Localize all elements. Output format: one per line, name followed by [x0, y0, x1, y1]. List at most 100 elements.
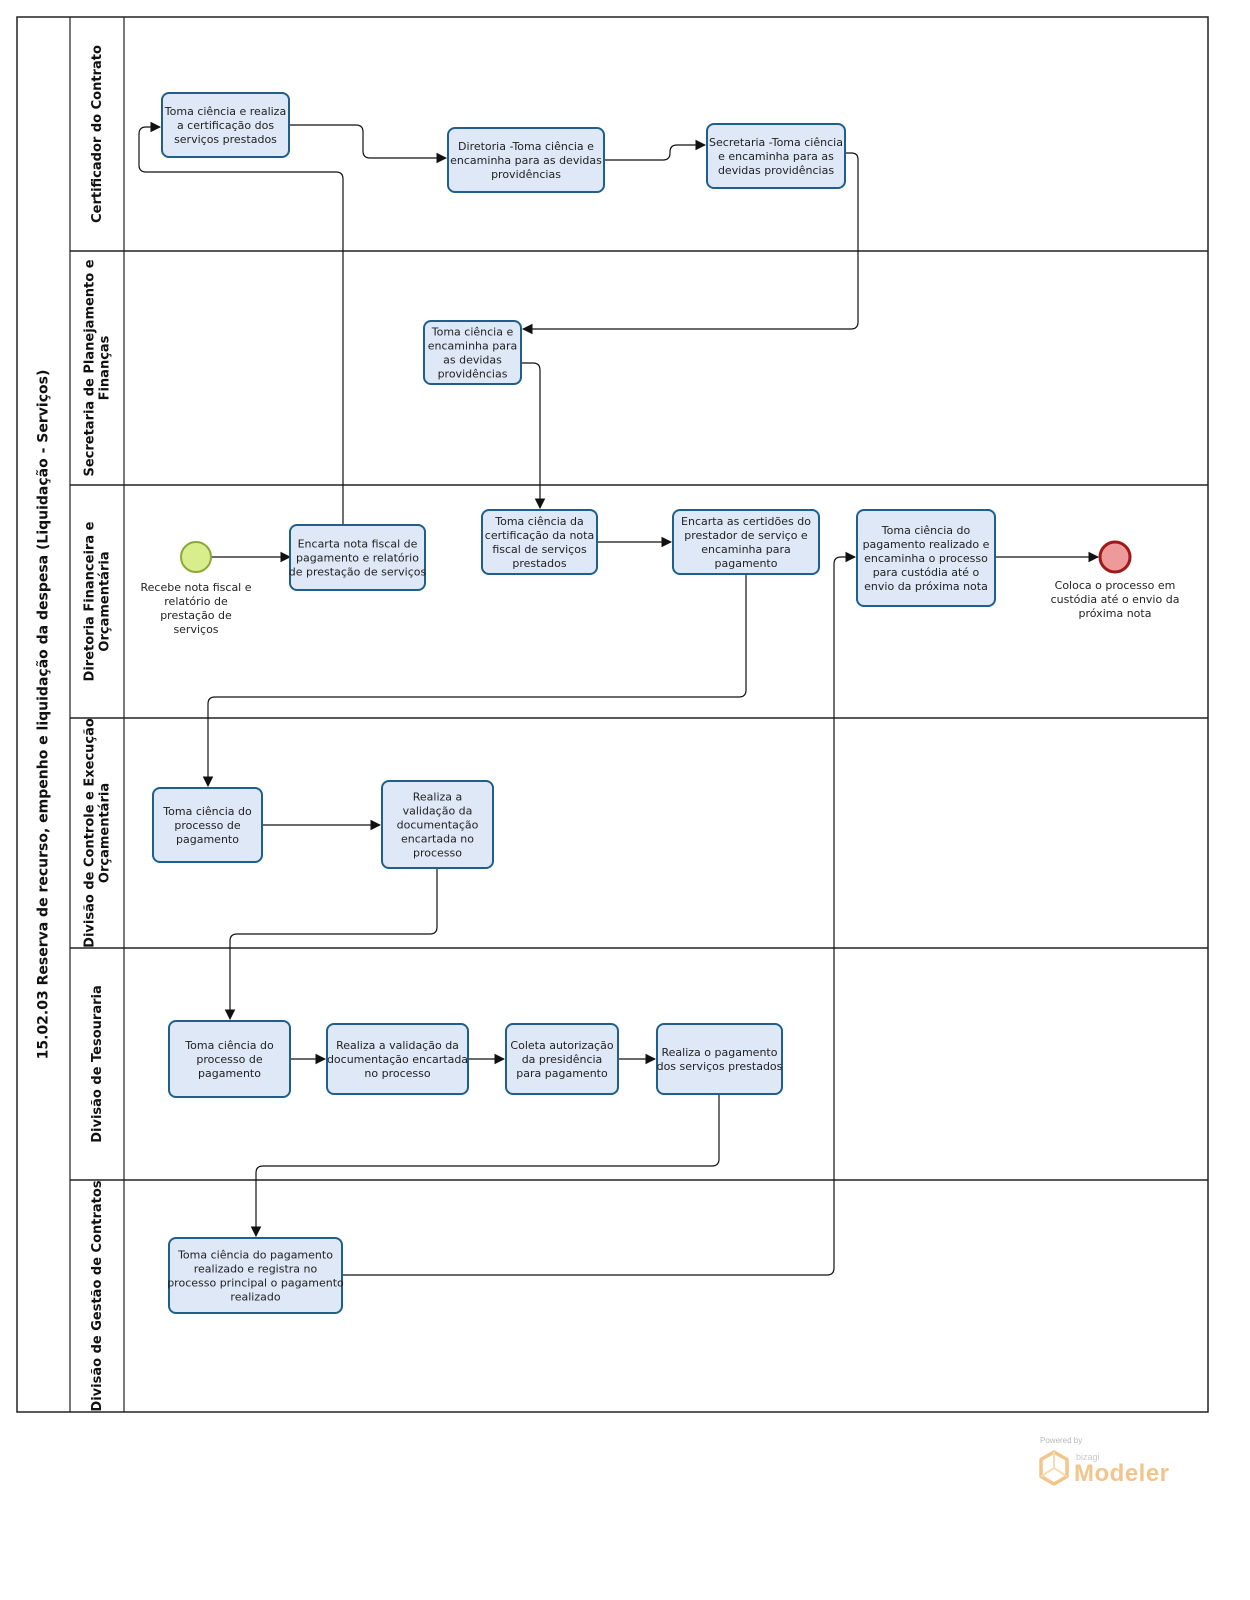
task-label-line: devidas providências — [718, 164, 834, 177]
task-box — [706, 123, 846, 189]
end-event-circle — [1098, 540, 1132, 574]
task-label-line: dos serviços prestados — [657, 1060, 783, 1073]
task-label-line: encaminha para — [428, 340, 517, 353]
task-label-line: serviços prestados — [174, 133, 277, 146]
task-label-line: documentação — [397, 819, 479, 832]
lane-label-cert: Certificador do Contrato — [90, 45, 105, 223]
task-label-line: pagamento realizado e — [863, 538, 990, 551]
task-label-line: as devidas — [443, 354, 502, 367]
flow-t7-t9[interactable] — [202, 574, 747, 788]
task-label-line: Toma ciência da — [494, 515, 583, 528]
flow-t3-t4[interactable] — [521, 152, 859, 335]
task-box — [289, 524, 426, 591]
task-label-line: encaminha para — [701, 543, 790, 556]
flow-t14-t15[interactable] — [250, 1094, 720, 1238]
task-label-line: realizado — [230, 1291, 280, 1304]
task-label-line: pagamento — [715, 557, 778, 570]
task-label-line: Toma ciência do pagamento — [177, 1249, 333, 1262]
lane-label-line: Orçamentária — [98, 551, 113, 651]
flow-t15-t8[interactable] — [342, 551, 857, 1276]
task-label-line: encaminha para as devidas — [450, 154, 602, 167]
task-label-line: Secretaria -Toma ciência — [709, 136, 843, 149]
task-label-line: prestador de serviço e — [684, 529, 808, 542]
lane-label-dfo: Diretoria Financeira eOrçamentária — [83, 521, 113, 681]
flow-t10-t11[interactable] — [224, 868, 438, 1021]
task-box — [656, 1023, 783, 1095]
task-label-line: pagamento e relatório — [296, 552, 419, 565]
flow-t5-t1[interactable] — [138, 121, 344, 525]
bizagi-brand: Powered by bizagi Modeler — [1038, 1436, 1178, 1496]
task-label-line: de prestação de serviços — [289, 566, 427, 579]
task-box — [672, 509, 820, 575]
task-label-line: e encaminha para as — [718, 150, 834, 163]
task-label-line: providências — [491, 168, 561, 181]
lane-label-line: Divisão de Gestão de Contratos — [90, 1180, 105, 1411]
flow-t1-t2[interactable] — [289, 124, 448, 164]
task-label-line: no processo — [364, 1067, 430, 1080]
modeler-label: Modeler — [1074, 1460, 1170, 1487]
bizagi-logo-icon — [1039, 1450, 1069, 1486]
task-box — [326, 1023, 469, 1095]
task-label-line: pagamento — [198, 1067, 261, 1080]
event-label-line: serviços — [173, 623, 218, 636]
lane-label-dgc: Divisão de Gestão de Contratos — [90, 1180, 105, 1411]
task-label-line: Diretoria -Toma ciência e — [458, 140, 594, 153]
task-label-line: certificação da nota — [485, 529, 594, 542]
task-label-line: processo principal o pagamento — [167, 1277, 344, 1290]
task-label-line: Coleta autorização — [510, 1039, 613, 1052]
task-box — [381, 780, 494, 869]
task-label-line: realizado e registra no — [194, 1263, 318, 1276]
task-label-line: a certificação dos — [177, 119, 274, 132]
flow-t4-t6[interactable] — [521, 362, 546, 510]
bizagi-label: bizagi — [1076, 1452, 1100, 1462]
task-label-line: Realiza a — [413, 791, 463, 804]
flow-t2-t3[interactable] — [604, 139, 707, 161]
task-label-line: Realiza o pagamento — [662, 1046, 778, 1059]
lane-label-line: Orçamentária — [98, 783, 113, 883]
task-label-line: Encarta nota fiscal de — [298, 538, 418, 551]
task-box — [447, 127, 605, 193]
lane-label-spf: Secretaria de Planejamento eFinanças — [83, 259, 113, 476]
lane-label-line: Certificador do Contrato — [90, 45, 105, 223]
lane-label-line: Secretaria de Planejamento e — [83, 259, 98, 476]
task-label-line: processo de — [174, 819, 240, 832]
task-label-line: para pagamento — [516, 1067, 608, 1080]
start-event-circle — [180, 541, 212, 573]
event-label-line: Recebe nota fiscal e — [141, 581, 252, 594]
lane-label-line: Divisão de Tesouraria — [90, 985, 105, 1143]
task-box — [168, 1020, 291, 1098]
task-box — [423, 320, 522, 385]
task-label-line: Toma ciência e realiza — [164, 105, 286, 118]
task-box — [481, 509, 598, 575]
task-label-line: pagamento — [176, 833, 239, 846]
powered-by-label: Powered by — [1040, 1436, 1083, 1445]
